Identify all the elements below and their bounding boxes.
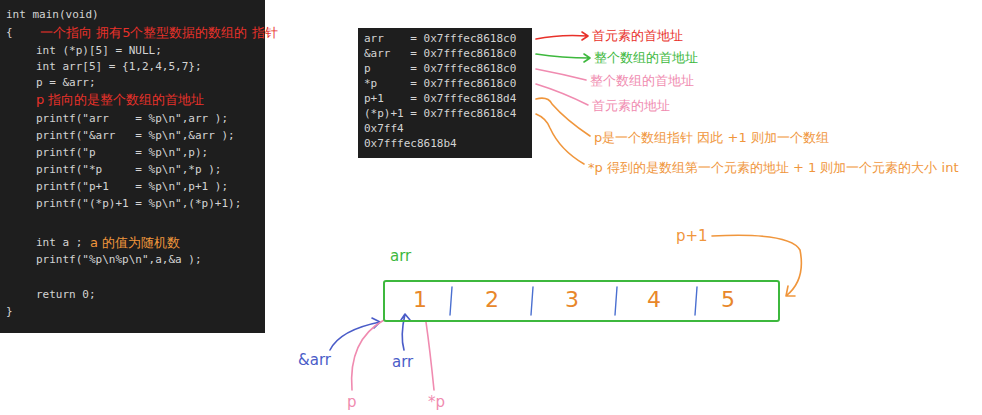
code-line: p = &arr; (36, 76, 96, 90)
code-line: printf("*p = %p\n",*p ); (36, 163, 221, 177)
code-line: } (6, 305, 13, 319)
array-box: 1 2 3 4 5 (383, 280, 780, 322)
terminal-output-panel: arr = 0x7fffec8618c0&arr = 0x7fffec8618c… (358, 28, 532, 158)
leader-line (401, 314, 410, 350)
annotation: 整个数组的首地址 (590, 73, 694, 89)
terminal-line: p+1 = 0x7fffec8618d4 (364, 92, 516, 106)
code-line: printf("arr = %p\n",arr ); (36, 112, 228, 126)
array-element: 1 (413, 287, 427, 313)
terminal-line: 0x7fffec8618b4 (364, 137, 457, 151)
leader-line (536, 84, 588, 105)
array-element: 3 (565, 287, 579, 313)
annotation: p是一个数组指针 因此 +1 则加一个数组 (594, 130, 829, 146)
leader-line (536, 114, 584, 164)
code-line: int a ; (36, 236, 82, 250)
code-line: printf("(*p)+1 = %p\n",(*p)+1); (36, 197, 241, 211)
leader-line (536, 54, 590, 62)
array-element: 5 (721, 287, 735, 313)
terminal-line: (*p)+1 = 0x7fffec8618c4 (364, 107, 516, 121)
terminal-line: p = 0x7fffec8618c0 (364, 62, 516, 76)
pointer-label: &arr (298, 352, 331, 368)
code-line: printf("p+1 = %p\n",p+1 ); (36, 180, 228, 194)
leader-line (330, 318, 380, 350)
terminal-line: 0x7ff4 (364, 122, 404, 136)
code-line: int arr[5] = {1,2,4,5,7}; (36, 60, 202, 74)
leader-line (536, 69, 586, 80)
leader-line (536, 98, 590, 136)
leader-line (352, 320, 384, 390)
leader-line (426, 322, 434, 390)
cell-dividers (450, 287, 697, 315)
array-element: 2 (485, 287, 499, 313)
pointer-label: *p (428, 394, 445, 410)
annotation: *p 得到的是数组第一个元素的地址 + 1 则加一个元素的大小 int (588, 160, 959, 176)
annotation: a 的值为随机数 (90, 235, 180, 251)
code-editor-panel: int main(void) { int (*p)[5] = NULL; int ar… (0, 0, 265, 333)
terminal-line: arr = 0x7fffec8618c0 (364, 32, 516, 46)
array-element: 4 (647, 287, 661, 313)
annotation: p 指向的是整个数组的首地址 (36, 92, 204, 108)
code-line: printf("%p\n%p\n",a,&a ); (36, 253, 202, 267)
terminal-line: *p = 0x7fffec8618c0 (364, 77, 516, 91)
code-line: int main(void) (6, 8, 99, 22)
code-line: { (6, 26, 13, 40)
terminal-line: &arr = 0x7fffec8618c0 (364, 47, 516, 61)
annotation: 首元素的首地址 (592, 28, 683, 44)
pointer-label: p (347, 394, 357, 410)
pointer-label: arr (392, 354, 413, 370)
pointer-label: p+1 (676, 228, 708, 244)
code-line: printf("&arr = %p\n",&arr ); (36, 129, 235, 143)
code-line: return 0; (36, 288, 96, 302)
annotation: 整个数组的首地址 (594, 50, 698, 66)
leader-line (712, 235, 801, 296)
annotation: 一个指向 拥有5个整型数据的数组的 指针 (40, 25, 278, 41)
leader-line (536, 32, 588, 40)
array-label: arr (390, 248, 411, 264)
annotation: 首元素的地址 (592, 98, 670, 114)
code-line: int (*p)[5] = NULL; (36, 44, 162, 58)
code-line: printf("p = %p\n",p); (36, 146, 208, 160)
